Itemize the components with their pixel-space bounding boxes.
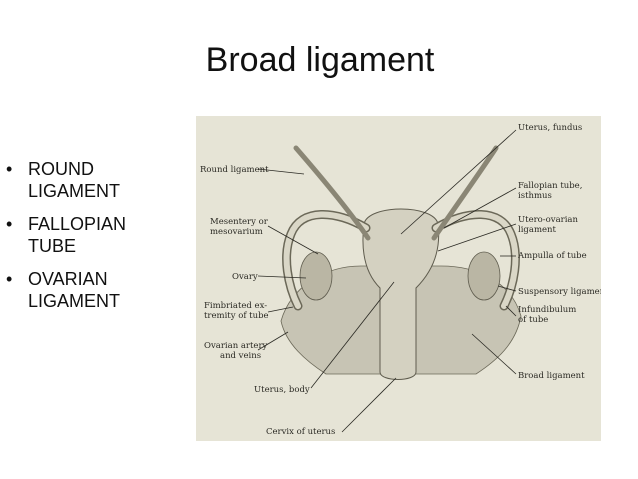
label-cervix: Cervix of uterus [266,427,335,437]
label-uterus-body: Uterus, body [254,385,310,395]
bullet-list: • ROUND LIGAMENT • FALLOPIAN TUBE • OVARIAN… [2,158,172,323]
leader-line [505,305,517,317]
label-infundibulum: Infundibulum [518,305,576,315]
right-tube-highlight [433,211,519,309]
bullet-item-round-ligament: • ROUND LIGAMENT [2,158,148,202]
label-ovarian-artery: Ovarian artery [204,341,268,351]
uterus-drawing: Uterus, fundus Round ligament Fallopian … [196,116,601,441]
leader-line [257,275,307,279]
label-broad-ligament: Broad ligament [518,371,585,381]
uterus-body-shape [362,208,440,380]
bullet-dot: • [6,159,13,179]
leader-line [257,331,289,351]
leader-line [471,333,517,375]
label-ampulla: Ampulla of tube [517,251,587,261]
label-ovarian-artery: and veins [220,351,261,361]
right-ovary [467,251,501,301]
leader-line [341,377,397,433]
slide-title: Broad ligament [205,41,435,79]
label-ovary: Ovary [232,272,258,282]
leader-line [400,129,517,235]
label-round-ligament: Round ligament [200,165,269,175]
label-utero-ovarian-ligament: Utero-ovarian [518,215,578,225]
label-infundibulum: of tube [518,315,548,325]
label-fimbriated-extremity: Fimbriated ex- [204,301,267,311]
label-mesentery: Mesentery or [210,217,269,227]
bullet-item-ovarian-ligament: • OVARIAN LIGAMENT [2,268,148,312]
leader-line [310,281,395,389]
label-fallopian-isthmus: isthmus [518,191,552,201]
leader-line [437,223,517,252]
leader-line [267,225,319,255]
anatomy-illustration: Uterus, fundus Round ligament Fallopian … [196,116,601,441]
bullet-text: FALLOPIAN TUBE [28,214,127,256]
bullet-text: OVARIAN LIGAMENT [28,269,121,311]
label-utero-ovarian-ligament: ligament [518,225,557,235]
leader-line [443,187,517,229]
left-ovary [299,251,333,301]
label-uterus-fundus: Uterus, fundus [518,123,582,133]
right-round-ligament [431,145,499,241]
label-fallopian-isthmus: Fallopian tube, [518,181,582,191]
left-round-ligament [293,145,371,241]
label-fimbriated-extremity: tremity of tube [204,311,269,321]
label-suspensory-ligament: Suspensory ligament [518,287,601,297]
bullet-dot: • [6,214,13,234]
bullet-item-fallopian-tube: • FALLOPIAN TUBE [2,213,148,257]
left-tube-highlight [283,211,369,309]
leader-line [267,306,294,313]
label-mesentery: mesovarium [210,227,263,237]
bullet-dot: • [6,269,13,289]
leader-line [497,285,517,292]
bullet-text: ROUND LIGAMENT [28,159,121,201]
leader-line [257,168,305,175]
